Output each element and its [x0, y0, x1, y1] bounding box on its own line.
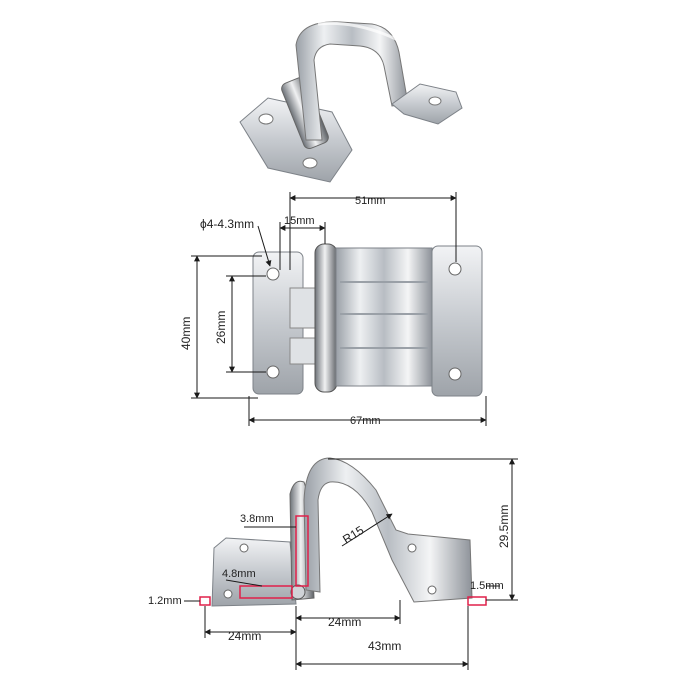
hinge-pin [314, 243, 338, 393]
dim-hole-diameter: ϕ4-4.3mm [200, 217, 254, 231]
dim-pin-offset: 15mm [284, 215, 315, 227]
dim-width-51: 51mm [355, 195, 386, 207]
dim-left-thickness: 1.2mm [148, 595, 182, 607]
hinge-perspective-photo [239, 21, 463, 183]
side-dimensions [184, 458, 518, 670]
mount-hole [258, 113, 274, 125]
dim-height-40: 40mm [179, 317, 193, 350]
mount-hole [302, 157, 318, 169]
mount-hole [407, 543, 417, 553]
mount-hole [266, 365, 280, 379]
left-thickness-highlight [199, 596, 211, 606]
right-thickness-highlight [467, 596, 487, 606]
hinge-front-view [252, 243, 483, 397]
dim-left-span: 24mm [228, 629, 261, 643]
mount-hole [448, 262, 462, 276]
dim-pin-width: 4.8mm [222, 568, 256, 580]
dim-mid-span: 24mm [328, 615, 361, 629]
dim-total-span: 43mm [368, 639, 401, 653]
dim-hole-spacing: 26mm [214, 311, 228, 344]
mount-hole [223, 589, 233, 599]
plate-step-highlight [295, 515, 309, 587]
dim-plate-step: 3.8mm [240, 513, 274, 525]
mount-hole [427, 585, 437, 595]
mount-hole [239, 543, 249, 553]
front-dimensions [191, 192, 487, 426]
mount-hole [428, 96, 442, 106]
dim-right-thickness: 1.5mm [470, 580, 504, 592]
dim-length-67: 67mm [350, 415, 381, 427]
mount-hole [266, 267, 280, 281]
dim-radius: R15 [340, 523, 366, 547]
mount-hole [448, 367, 462, 381]
dim-height-29-5: 29.5mm [497, 505, 511, 548]
pin-width-highlight [239, 585, 293, 599]
